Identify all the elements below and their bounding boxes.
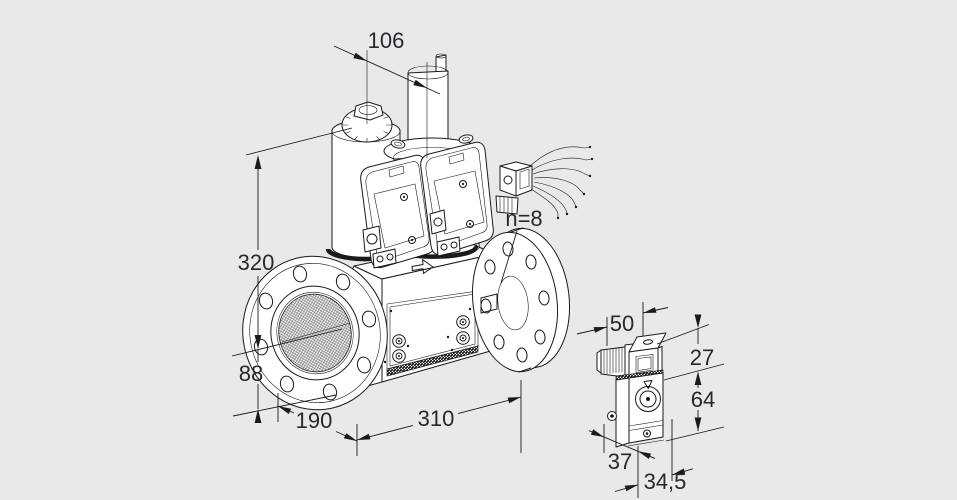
cap-hex-nut — [353, 101, 384, 121]
dimension-50: 50 — [576, 302, 669, 346]
dim-106-label: 106 — [368, 28, 405, 53]
pilot-body — [607, 369, 665, 448]
connector-box — [628, 332, 667, 378]
dim-88-label: 88 — [239, 361, 263, 386]
dim-27-label: 27 — [690, 345, 714, 370]
flange-bolt-holes — [480, 241, 550, 363]
dimension-310: 310 — [356, 380, 522, 456]
dim-50-label: 50 — [610, 311, 634, 336]
dimension-34-5: 34,5 — [614, 419, 694, 494]
cable-plug-connector — [495, 161, 533, 215]
dimension-320: 320 — [231, 127, 353, 357]
dim-64-label: 64 — [691, 387, 715, 412]
main-valve-view: 106 320 88 190 310 — [231, 28, 594, 456]
dimension-27: 27 — [656, 314, 725, 385]
dim-310-label: 310 — [418, 406, 455, 431]
adjustment-dial — [635, 386, 661, 412]
cable-gland — [596, 343, 634, 379]
dimension-64: 64 — [665, 385, 725, 442]
dim-320-label: 320 — [238, 250, 275, 275]
dim-34-5-label: 34,5 — [644, 469, 687, 494]
wire-harness — [529, 145, 594, 220]
dimension-88: 88 — [232, 350, 337, 423]
left-flange — [242, 255, 388, 411]
dim-37-label: 37 — [608, 449, 632, 474]
flow-direction-arrow — [411, 259, 434, 274]
dim-190-label: 190 — [296, 408, 333, 433]
pilot-device-detail-view: 50 27 64 37 34,5 — [576, 302, 725, 498]
dimension-190: 190 — [277, 393, 358, 442]
annotation-bolt-holes: n=8 — [500, 206, 543, 284]
coil-clamp-blocks — [372, 236, 461, 269]
dimension-37: 37 — [588, 424, 656, 498]
bolt-hole-count-label: n=8 — [505, 206, 542, 231]
gland-nut — [495, 195, 519, 215]
flange-bolt-holes — [253, 265, 377, 401]
right-flange — [471, 227, 571, 373]
pressure-test-ports — [383, 307, 472, 364]
right-actuator-cover — [420, 141, 494, 256]
dimension-106: 106 — [333, 28, 441, 158]
dial-marker — [643, 380, 653, 389]
